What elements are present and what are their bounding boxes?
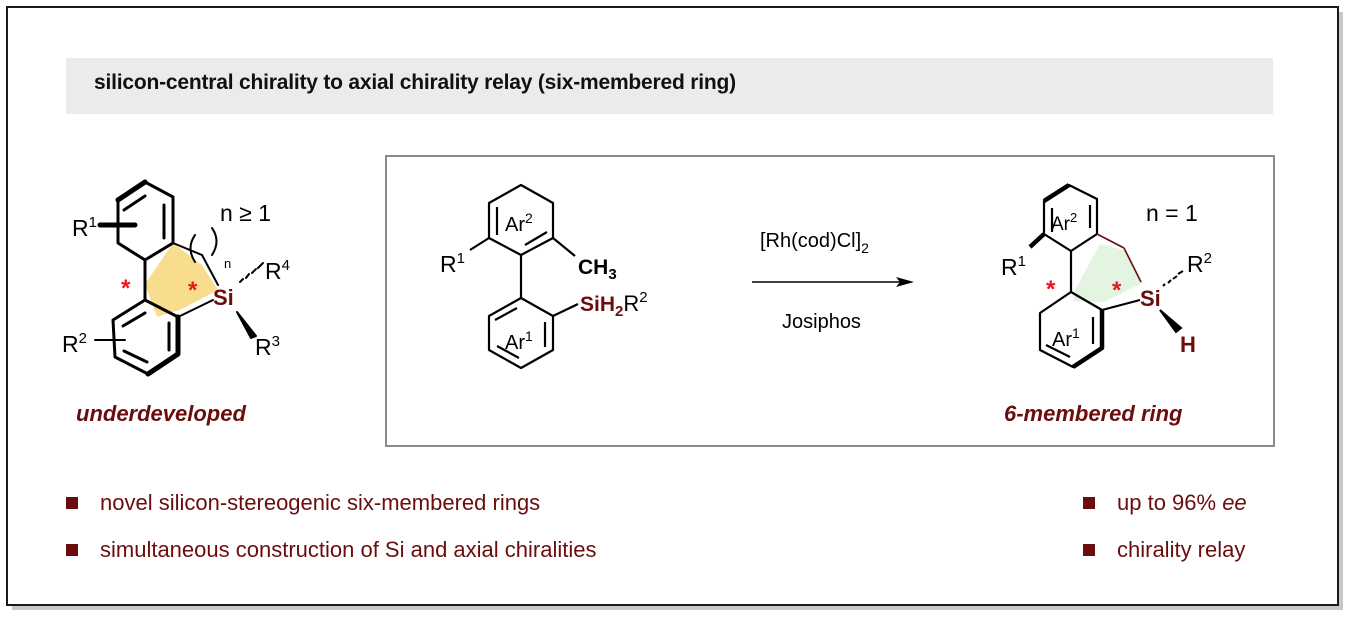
substrate-ar2: Ar2: [505, 210, 533, 236]
catalyst-label: [Rh(cod)Cl]2: [760, 230, 869, 256]
left-caption: underdeveloped: [76, 401, 246, 426]
bullet-text: simultaneous construction of Si and axia…: [100, 537, 597, 562]
left-r3: R3: [255, 333, 280, 360]
bullet-right-2: chirality relay: [1083, 537, 1245, 563]
bullet-right-1: up to 96% ee: [1083, 490, 1247, 516]
substrate-ar1: Ar1: [505, 328, 533, 354]
substrate-silane: SiH2R2: [580, 289, 648, 320]
left-condition: n ≥ 1: [220, 200, 271, 226]
left-r2: R2: [62, 330, 87, 357]
bullet-left-2: simultaneous construction of Si and axia…: [66, 537, 596, 563]
bullet-square-icon: [1083, 497, 1095, 509]
left-r1: R1: [72, 214, 97, 241]
bullet-square-icon: [66, 544, 78, 556]
product-ar1: Ar1: [1052, 325, 1080, 351]
left-star-si: *: [188, 277, 198, 304]
bullet-square-icon: [66, 497, 78, 509]
bullet-text: chirality relay: [1117, 537, 1246, 562]
left-ring-fill: [145, 243, 218, 317]
title-text: silicon-central chirality to axial chira…: [94, 71, 736, 94]
product-structure: [1028, 183, 1184, 369]
substrate-methyl: CH3: [578, 256, 617, 283]
product-star-axial: *: [1046, 276, 1056, 303]
substrate-r1: R1: [440, 250, 465, 277]
left-r4: R4: [265, 257, 290, 284]
left-si: Si: [213, 285, 234, 310]
product-r2: R2: [1187, 250, 1212, 277]
reaction-box: [385, 155, 1275, 447]
left-star-axial: *: [121, 275, 131, 302]
bullet-left-1: novel silicon-stereogenic six-membered r…: [66, 490, 540, 516]
product-caption: 6-membered ring: [1004, 401, 1183, 426]
reaction-arrow: [752, 277, 914, 287]
product-r1: R1: [1001, 253, 1026, 280]
bullet-text: novel silicon-stereogenic six-membered r…: [100, 490, 541, 515]
wedge-bond: [236, 311, 257, 339]
bullet-square-icon: [1083, 544, 1095, 556]
product-si: Si: [1140, 286, 1161, 311]
product-ring-fill: [1073, 244, 1143, 302]
product-ar2: Ar2: [1051, 210, 1077, 235]
bullet-text: up to 96% ee: [1117, 490, 1247, 515]
left-structure: [94, 179, 264, 377]
title-banner: silicon-central chirality to axial chira…: [66, 58, 1273, 114]
product-h: H: [1180, 332, 1196, 357]
product-star-si: *: [1112, 277, 1122, 304]
ligand-label: Josiphos: [782, 311, 861, 333]
left-n-subscript: n: [224, 256, 231, 271]
product-condition: n = 1: [1146, 200, 1198, 226]
substrate-structure: [469, 183, 579, 370]
product-wedge-bond: [1159, 309, 1183, 334]
